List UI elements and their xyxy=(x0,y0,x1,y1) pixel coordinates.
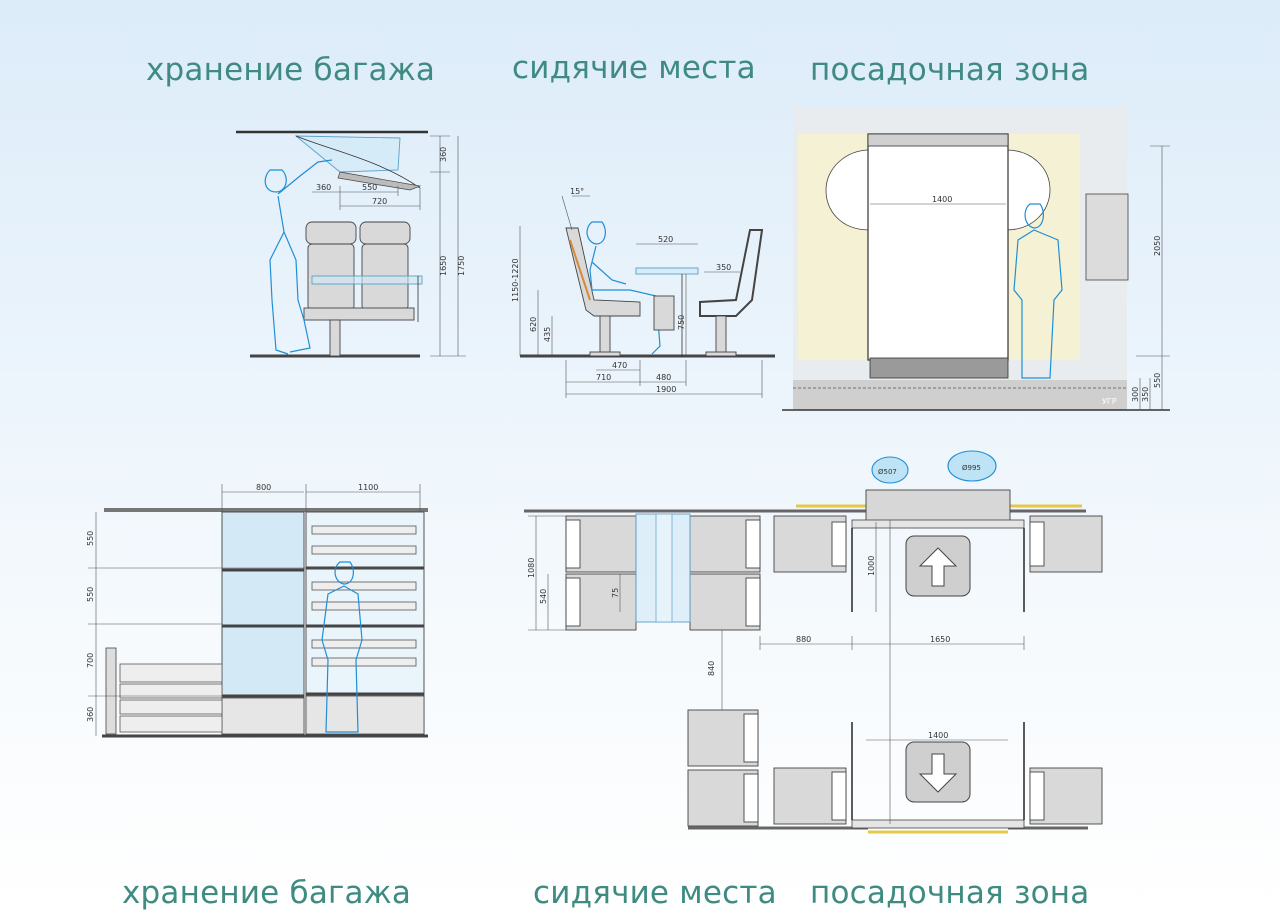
dim-1750: 1750 xyxy=(457,256,466,276)
dim-550b: 550 xyxy=(86,587,95,602)
dim-550: 550 xyxy=(1153,373,1162,388)
boarding-elevation: 1400 2050 300 350 550 УГР xyxy=(782,108,1170,411)
dim-710: 710 xyxy=(596,373,611,382)
label-ugr: УГР xyxy=(1102,397,1117,406)
dim-880: 880 xyxy=(796,635,811,644)
dim-800: 800 xyxy=(256,483,271,492)
dim-435: 435 xyxy=(543,327,552,342)
dim-540: 540 xyxy=(539,589,548,604)
dim-1080: 1080 xyxy=(527,558,536,578)
title-boarding-bottom: посадочная зона xyxy=(810,875,1090,911)
dim-300: 300 xyxy=(1131,387,1140,402)
dim-840: 840 xyxy=(707,661,716,676)
title-boarding-top: посадочная зона xyxy=(810,52,1090,88)
dim-620: 620 xyxy=(529,317,538,332)
dim-1900: 1900 xyxy=(656,385,676,394)
dim-360-top: 360 xyxy=(439,147,448,162)
dim-480: 480 xyxy=(656,373,671,382)
dim-350: 350 xyxy=(1141,387,1150,402)
dim-720: 720 xyxy=(372,197,387,206)
dim-520: 520 xyxy=(658,235,673,244)
dim-1650: 1650 xyxy=(439,256,448,276)
dim-1400-plan: 1400 xyxy=(928,731,948,740)
title-luggage-bottom: хранение багажа xyxy=(122,875,412,911)
title-luggage-top: хранение багажа xyxy=(146,52,436,88)
dim-360-storage: 360 xyxy=(86,707,95,722)
head-label-a: Ø507 xyxy=(878,468,897,476)
dim-1150-1220: 1150-1220 xyxy=(511,258,520,302)
dim-750: 750 xyxy=(677,315,686,330)
title-seating-bottom: сидячие места xyxy=(533,875,777,911)
dim-550a: 550 xyxy=(86,531,95,546)
luggage-elevation: 360 1650 1750 360 550 720 xyxy=(236,130,466,358)
storage-elevation: 800 1100 550 550 700 360 xyxy=(86,483,428,738)
dim-360: 360 xyxy=(316,183,331,192)
dim-470: 470 xyxy=(612,361,627,370)
seating-plan: Ø507 Ø995 xyxy=(524,450,1103,834)
dim-550: 550 xyxy=(362,183,377,192)
dim-350: 350 xyxy=(716,263,731,272)
dim-1400-door: 1400 xyxy=(932,195,952,204)
dim-1100: 1100 xyxy=(358,483,378,492)
head-label-b: Ø995 xyxy=(962,464,981,472)
dim-1000: 1000 xyxy=(867,556,876,576)
seating-elevation: 15° 520 350 1150-1220 620 435 750 470 71… xyxy=(511,187,775,398)
dim-1650: 1650 xyxy=(930,635,950,644)
arrow-up-icon xyxy=(905,535,971,597)
angle-15: 15° xyxy=(570,187,584,196)
title-seating-top: сидячие места xyxy=(512,50,756,86)
dim-2050: 2050 xyxy=(1153,236,1162,256)
dim-75: 75 xyxy=(611,588,620,598)
arrow-down-icon xyxy=(905,741,971,803)
dim-700: 700 xyxy=(86,653,95,668)
